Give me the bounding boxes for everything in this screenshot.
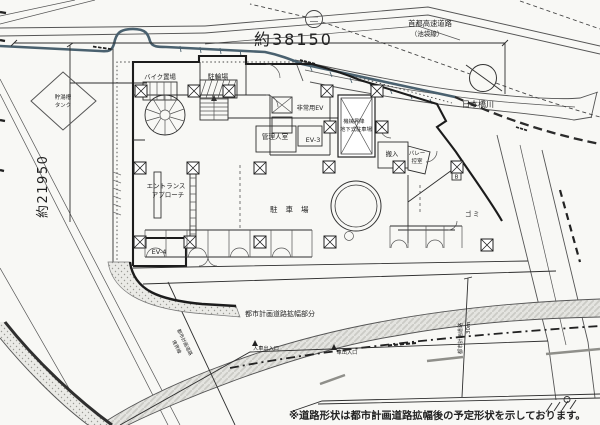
dimension-top: 約38150 (254, 30, 333, 49)
column-symbol (134, 84, 148, 98)
river-label: 日本橋川 (462, 99, 494, 109)
turntable-circle (330, 180, 382, 232)
column-symbol (392, 160, 406, 174)
parking-area (144, 165, 463, 258)
column-symbol (187, 84, 201, 98)
column-symbol (322, 160, 336, 174)
building-outline (131, 54, 503, 266)
tank-diamond (30, 71, 97, 131)
planned-road-band (0, 261, 600, 425)
delivery-label: 搬入 (386, 149, 399, 158)
building (128, 54, 557, 308)
parking-label: 駐車場 (270, 204, 317, 214)
ev4-label: EV-4 (152, 248, 167, 256)
entrance-label-1: エントランス (147, 182, 186, 190)
expressway-structures (0, 0, 600, 121)
manager-room-label: 管理人室 (262, 132, 289, 141)
column-symbol (320, 84, 334, 98)
site-north-boundary (0, 27, 457, 99)
gate-main-label: 人車出入口 (253, 344, 279, 352)
gate-car-label: 車出入口 (337, 348, 358, 356)
column-symbol (133, 235, 147, 249)
site-boundaries (0, 10, 600, 425)
road-widening-label: 都市計画道路拡幅部分 (245, 309, 315, 318)
planned-road-vertical-label: 都市計画道路 (456, 322, 464, 354)
mech-parking-label-1: 機械昇降 (343, 117, 365, 125)
tank-label-1: 貯湯槽 (55, 93, 72, 101)
valet-label-1: バレー (409, 150, 426, 157)
ev3-label: EV-3 (306, 136, 321, 144)
column-symbol (253, 235, 267, 249)
pier-symbol (469, 64, 497, 92)
gate-arrow-main (252, 340, 258, 346)
gate-arrow-car (331, 344, 337, 350)
column-symbol (323, 235, 337, 249)
entrance-label-2: アプローチ (152, 191, 185, 199)
column-symbol (375, 120, 389, 134)
expressway-label: 首都高速道路 (408, 19, 452, 28)
southwest-curve (128, 261, 237, 308)
dimension-left: 約21950 (36, 155, 51, 218)
leader-circle (305, 10, 323, 28)
column-symbol (323, 120, 337, 134)
mech-parking-label-2: 地下式駐車場 (340, 125, 372, 133)
b-mark-label: B (455, 175, 459, 181)
column-symbol (480, 238, 494, 252)
garbage-label: ゴミ (465, 209, 481, 218)
column-symbol (450, 160, 464, 174)
right-road (496, 134, 596, 401)
tank-label-2: タンク (55, 101, 71, 109)
column-symbol (222, 84, 236, 98)
column-symbol (133, 161, 147, 175)
road-shape-note: ※道路形状は都市計画道路拡幅後の予定形状を示しております。 (289, 409, 586, 422)
labels: 約38150 約21950 首都高速道路 （池袋線） 日本橋川 バイク置場 駐輪… (36, 19, 586, 422)
expressway-line-label: （池袋線） (411, 29, 444, 38)
column-symbol (253, 161, 267, 175)
road-width-label: 30m (466, 322, 472, 334)
column-symbol (186, 161, 200, 175)
emergency-ev-label: 非常用EV (297, 104, 324, 112)
column-symbol (183, 235, 197, 249)
valet-label-2: 控室 (411, 157, 423, 165)
bike-storage-label: バイク置場 (144, 72, 176, 81)
column-symbol (370, 84, 384, 98)
bicycle-parking-label: 駐輪場 (208, 72, 229, 81)
